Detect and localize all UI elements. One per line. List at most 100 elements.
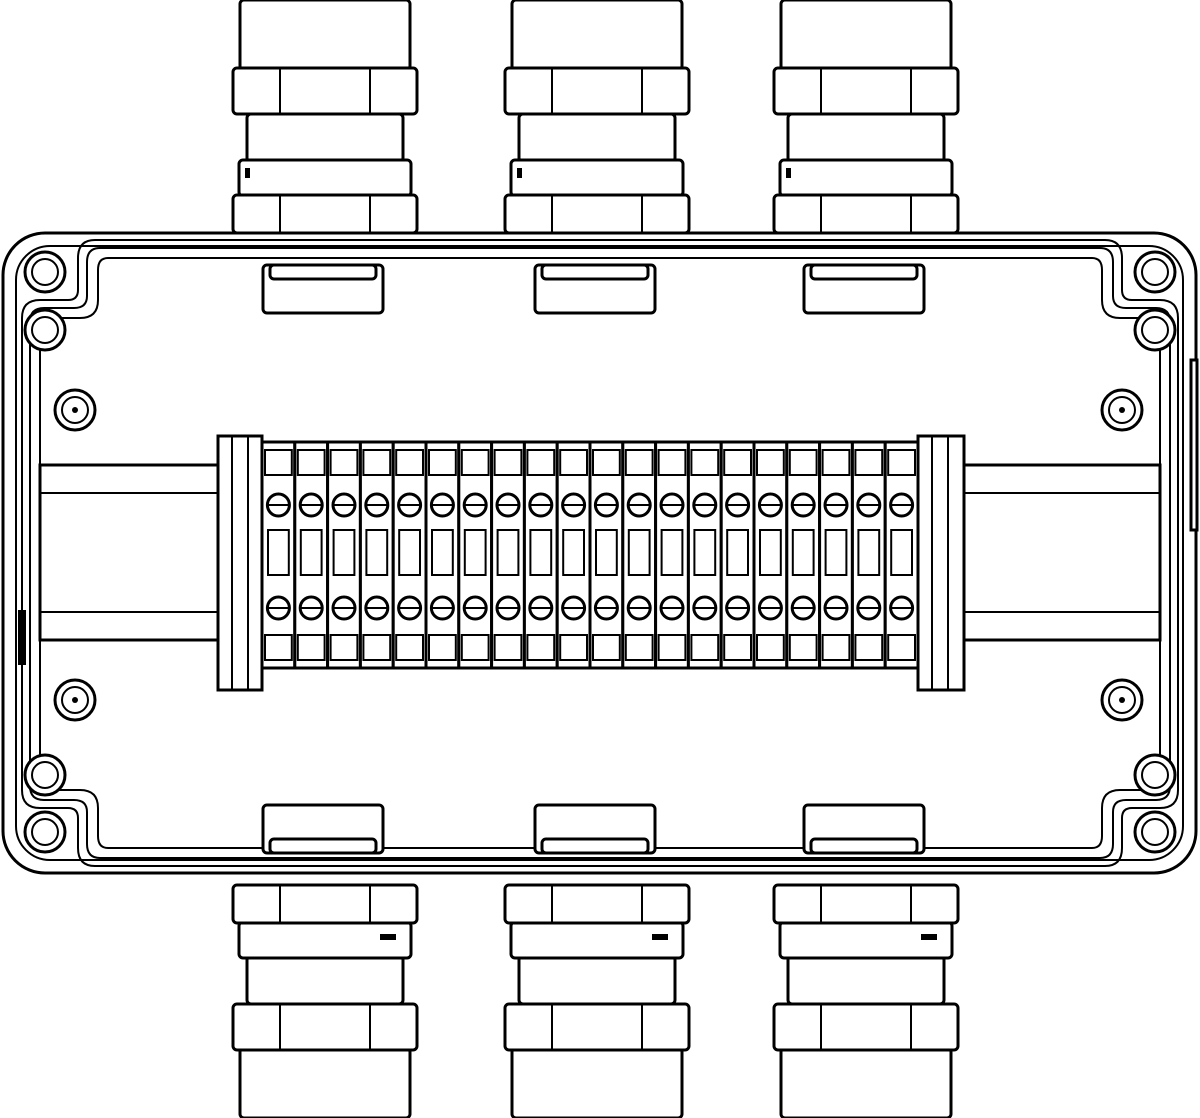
screw-head: [1141, 316, 1169, 344]
terminal-bottom-clamp: [854, 634, 884, 661]
gland-inner-lip: [268, 263, 378, 281]
gland-lock-nut: [772, 193, 960, 235]
gasket-inner: [29, 247, 1171, 859]
terminal-block: [260, 440, 920, 670]
terminal-bottom-clamp: [559, 634, 589, 661]
gland-inner-lip: [540, 837, 650, 855]
terminal: [326, 440, 362, 670]
gland-body: [245, 112, 405, 164]
screw-center: [72, 407, 78, 413]
gland-inner-lip: [268, 837, 378, 855]
terminal-bottom-clamp: [592, 634, 621, 661]
terminal-top-clamp: [428, 449, 457, 476]
terminal-bottom-clamp: [526, 634, 556, 661]
cable-gland-bottom: [231, 803, 419, 1118]
screw-boss: [1133, 753, 1177, 797]
terminal-top-clamp: [690, 449, 720, 476]
terminal-bridge: [529, 529, 553, 576]
gland-cap: [510, 1046, 684, 1118]
terminal: [719, 440, 756, 670]
terminal: [785, 440, 822, 670]
gland-ring: [237, 158, 413, 198]
screw-center: [1119, 407, 1125, 413]
gland-body: [245, 954, 405, 1006]
cable-gland-top: [231, 0, 419, 315]
gland-body: [786, 112, 946, 164]
terminal-bottom-clamp: [690, 634, 720, 661]
terminal-top-clamp: [657, 449, 687, 476]
gland-lock-nut: [503, 883, 691, 925]
gland-marking: [921, 934, 937, 940]
terminal-bridge: [693, 529, 717, 576]
screw-head: [1108, 396, 1136, 424]
terminal-bottom-clamp: [723, 634, 753, 661]
screw-head: [1141, 258, 1169, 286]
screw-boss: [1133, 810, 1177, 854]
end-stops: [216, 434, 966, 692]
terminal: [752, 440, 789, 670]
terminal-top-clamp: [624, 449, 654, 476]
terminal: [686, 440, 723, 670]
terminal-top-clamp: [526, 449, 556, 476]
gland-hex-nut: [772, 1002, 960, 1052]
screw-center: [1119, 697, 1125, 703]
gland-inner-lip: [809, 837, 919, 855]
screw-head: [61, 396, 89, 424]
gland-inner-lip: [540, 263, 650, 281]
terminal-bridge: [267, 529, 290, 576]
terminal: [883, 440, 920, 670]
terminal-bottom-clamp: [329, 634, 359, 661]
gland-marking: [652, 934, 668, 940]
terminal-top-clamp: [362, 449, 392, 476]
terminal-bridge: [759, 529, 782, 576]
screw-boss: [23, 250, 67, 294]
gland-lock-nut: [231, 193, 419, 235]
terminal-bottom-clamp: [624, 634, 654, 661]
gland-body: [786, 954, 946, 1006]
terminal-bridge: [857, 529, 881, 576]
terminal-bottom-clamp: [264, 634, 293, 661]
terminal-bottom-clamp: [657, 634, 687, 661]
terminal-bottom-clamp: [460, 634, 490, 661]
terminal-bridge: [463, 529, 487, 576]
screw-head: [1108, 686, 1136, 714]
cable-gland-bottom: [772, 803, 960, 1118]
terminal-bridge: [791, 529, 815, 576]
terminal-bridge: [431, 529, 454, 576]
gland-marking: [380, 934, 396, 940]
gland-body: [517, 112, 677, 164]
terminal: [654, 440, 690, 670]
screw-head: [61, 686, 89, 714]
gland-body: [517, 954, 677, 1006]
terminal: [818, 440, 854, 670]
terminal: [424, 440, 461, 670]
screw-head: [31, 258, 59, 286]
terminal-top-clamp: [460, 449, 490, 476]
side-latch: [1189, 358, 1199, 532]
gland-lock-nut: [231, 883, 419, 925]
terminal-top-clamp: [756, 449, 785, 476]
enclosure-flange: [15, 245, 1184, 861]
screw-boss: [23, 810, 67, 854]
gland-cap: [238, 0, 412, 72]
terminal-top-clamp: [559, 449, 589, 476]
terminal-top-clamp: [329, 449, 359, 476]
gland-cap: [238, 1046, 412, 1118]
gland-inner-lip: [809, 263, 919, 281]
gland-cap: [779, 0, 953, 72]
terminal-bottom-clamp: [756, 634, 785, 661]
terminal: [260, 440, 297, 670]
end-stop-left: [216, 434, 264, 692]
gland-hex-nut: [503, 1002, 691, 1052]
terminal-bridge: [562, 529, 586, 576]
cable-gland-top: [503, 0, 691, 315]
screw-head: [31, 761, 59, 789]
terminal-top-clamp: [296, 449, 326, 476]
terminal-bottom-clamp: [395, 634, 425, 661]
terminal-bridge: [398, 529, 422, 576]
terminal: [293, 440, 330, 670]
terminal-bridge: [890, 529, 914, 576]
terminal-bridge: [824, 529, 848, 576]
terminal: [621, 440, 658, 670]
screw-boss: [23, 308, 67, 352]
